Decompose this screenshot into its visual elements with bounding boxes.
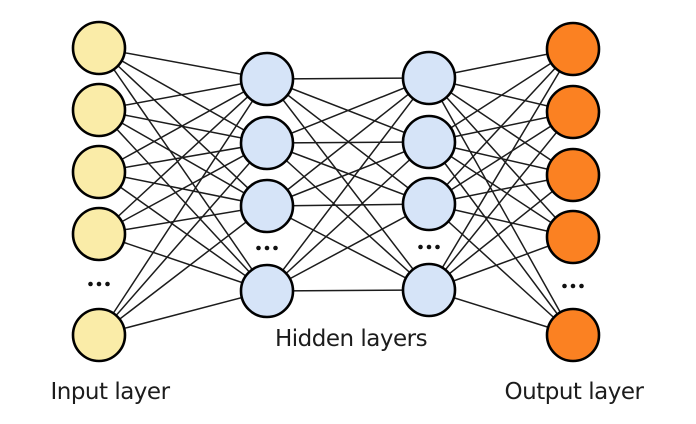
connection-line <box>98 47 268 292</box>
input-layer-ellipsis-dot <box>105 281 110 287</box>
connection-line <box>266 141 430 292</box>
output-layer-node <box>545 209 601 265</box>
connection-line <box>266 141 430 207</box>
input-layer-node <box>71 82 127 138</box>
connection-line <box>98 142 268 336</box>
hidden-layer-1-node <box>239 263 295 319</box>
hidden-layer-1-node <box>239 178 295 234</box>
connection-line <box>98 205 268 336</box>
input-layer-node <box>71 20 127 76</box>
connection-line <box>266 77 430 292</box>
connection-line <box>428 174 574 291</box>
connection-line <box>98 78 268 336</box>
input-layer-node <box>71 307 127 363</box>
connection-line <box>428 48 574 205</box>
connection-line <box>98 47 268 80</box>
input-layer-label: Input layer <box>50 379 170 405</box>
hidden-layer-1-ellipsis-dot <box>256 245 261 251</box>
hidden-layer-1-node <box>239 115 295 171</box>
hidden-layer-1-node <box>239 51 295 107</box>
connection-line <box>428 77 574 336</box>
connection-line <box>428 111 574 205</box>
input-layer-ellipsis-dot <box>96 281 102 287</box>
hidden-layer-2-ellipsis-dot <box>426 244 432 250</box>
connection-line <box>266 77 430 207</box>
connection-line <box>98 109 268 292</box>
connection-line <box>98 142 268 235</box>
connection-line <box>98 78 268 173</box>
output-layer-ellipsis-dot <box>570 283 576 289</box>
connection-line <box>428 111 574 291</box>
output-layer-node <box>545 21 601 77</box>
output-layer-node <box>545 147 601 203</box>
connection-line <box>98 78 268 235</box>
output-layer-ellipsis-dot <box>562 283 567 289</box>
hidden-layer-1-ellipsis-dot <box>273 245 278 251</box>
output-layer-label: Output layer <box>504 379 644 405</box>
connection-line <box>428 48 574 143</box>
output-layer-node <box>545 84 601 140</box>
hidden-layer-2-ellipsis-dot <box>435 244 440 250</box>
hidden-layer-2-node <box>401 176 457 232</box>
input-layer-ellipsis-dot <box>88 281 93 287</box>
connection-line <box>98 205 268 235</box>
connection-line <box>266 77 430 144</box>
connection-line <box>98 171 268 292</box>
input-layer-node <box>71 206 127 262</box>
hidden-layer-1-ellipsis-dot <box>264 245 270 251</box>
connection-line <box>428 48 574 291</box>
input-layer-node <box>71 144 127 200</box>
connection-line <box>98 109 268 144</box>
connection-line <box>428 203 574 336</box>
connection-line <box>266 203 430 292</box>
output-layer-node <box>545 307 601 363</box>
connection-line <box>98 78 268 111</box>
connection-line <box>428 141 574 336</box>
connection-line <box>98 233 268 292</box>
hidden-layer-2-node <box>401 50 457 106</box>
hidden-layer-2-ellipsis-dot <box>418 244 423 250</box>
hidden-layer-2-node <box>401 114 457 170</box>
hidden-layer-2-node <box>401 262 457 318</box>
connection-line <box>98 290 268 336</box>
output-layer-ellipsis-dot <box>579 283 584 289</box>
hidden-layers-label: Hidden layers <box>274 326 428 352</box>
connection-line <box>98 47 268 144</box>
